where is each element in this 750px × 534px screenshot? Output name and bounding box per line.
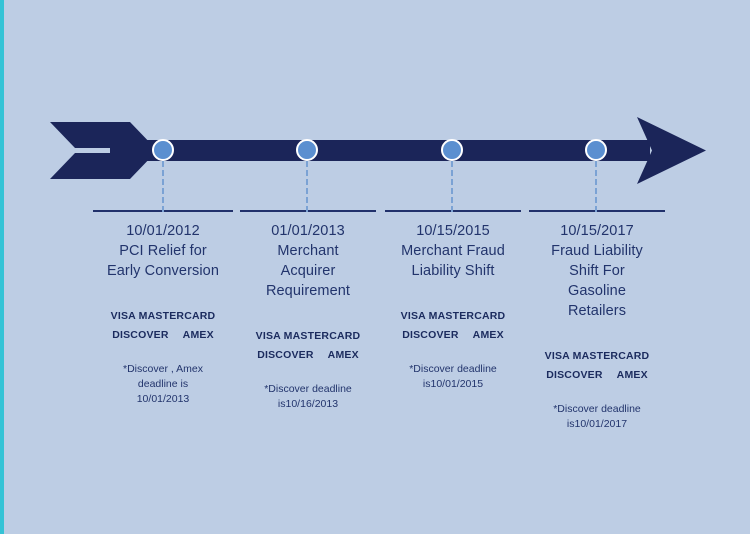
card-brand-amex: AMEX [182,329,214,341]
milestone-footnote: *Discover , Amex deadline is 10/01/2013 [93,362,233,407]
column-divider-rule [385,210,521,212]
card-brands-row-1: VISA MASTERCARD [110,310,216,322]
milestone-title-line: Acquirer [280,263,336,279]
footnote-line: is10/01/2015 [422,378,484,390]
card-brands-row-2: DISCOVER AMEX [93,326,233,345]
milestone-title-line: Fraud Liability [551,243,643,259]
milestone-date: 01/01/2013 [271,223,345,239]
footnote-line: 10/01/2013 [136,393,190,405]
milestone-date: 10/01/2012 [126,223,200,239]
milestone-dot-fraud-liability-shift-gasoline-retailers[interactable] [585,139,607,161]
footnote-line: *Discover deadline [264,383,352,395]
milestone-date: 10/15/2015 [416,223,490,239]
footnote-line: *Discover deadline [553,403,641,415]
milestone-title-line: PCI Relief for [119,243,207,259]
milestone-title-line: Merchant Fraud [401,243,505,259]
card-brand-discover: DISCOVER [112,329,169,341]
milestone-title-line: Merchant [277,243,339,259]
milestone-title-line: Requirement [265,283,351,299]
milestone-footnote: *Discover deadline is10/01/2017 [529,402,665,432]
milestone-footnote: *Discover deadline is10/16/2013 [240,382,376,412]
milestone-footnote: *Discover deadline is10/01/2015 [385,362,521,392]
milestone-title-line: Retailers [567,303,627,319]
card-brand-list: VISA MASTERCARD DISCOVER AMEX [240,327,376,365]
connector-line-pci-relief-early-conversion [162,161,164,212]
milestone-title-line: Liability Shift [411,263,495,279]
milestone-title-line: Gasoline [567,283,627,299]
card-brand-list: VISA MASTERCARD DISCOVER AMEX [385,307,521,345]
card-brand-discover: DISCOVER [257,349,314,361]
card-brand-amex: AMEX [327,349,359,361]
connector-line-merchant-fraud-liability-shift [451,161,453,212]
milestone-title-line: Early Conversion [106,263,219,279]
card-brand-discover: DISCOVER [546,369,603,381]
card-brands-row-2: DISCOVER AMEX [240,346,376,365]
milestone-dot-pci-relief-early-conversion[interactable] [152,139,174,161]
footnote-line: *Discover deadline [409,363,497,375]
footnote-line: deadline is [137,378,189,390]
card-brands-row-1: VISA MASTERCARD [255,330,361,342]
card-brands-row-1: VISA MASTERCARD [544,350,650,362]
column-divider-rule [529,210,665,212]
footnote-line: is10/16/2013 [277,398,339,410]
card-brand-amex: AMEX [616,369,648,381]
connector-line-merchant-acquirer-requirement [306,161,308,212]
connector-line-fraud-liability-shift-gasoline-retailers [595,161,597,212]
card-brand-list: VISA MASTERCARD DISCOVER AMEX [93,307,233,345]
milestone-dot-merchant-fraud-liability-shift[interactable] [441,139,463,161]
milestone-title-line: Shift For [569,263,625,279]
card-brands-row-2: DISCOVER AMEX [385,326,521,345]
card-brands-row-2: DISCOVER AMEX [529,366,665,385]
left-edge-accent-strip [0,0,4,534]
card-brands-row-1: VISA MASTERCARD [400,310,506,322]
milestone-date: 10/15/2017 [560,223,634,239]
milestone-dot-merchant-acquirer-requirement[interactable] [296,139,318,161]
card-brand-discover: DISCOVER [402,329,459,341]
card-brand-list: VISA MASTERCARD DISCOVER AMEX [529,347,665,385]
card-brand-amex: AMEX [472,329,504,341]
footnote-line: is10/01/2017 [566,418,628,430]
column-divider-rule [240,210,376,212]
footnote-line: *Discover , Amex [123,363,203,375]
